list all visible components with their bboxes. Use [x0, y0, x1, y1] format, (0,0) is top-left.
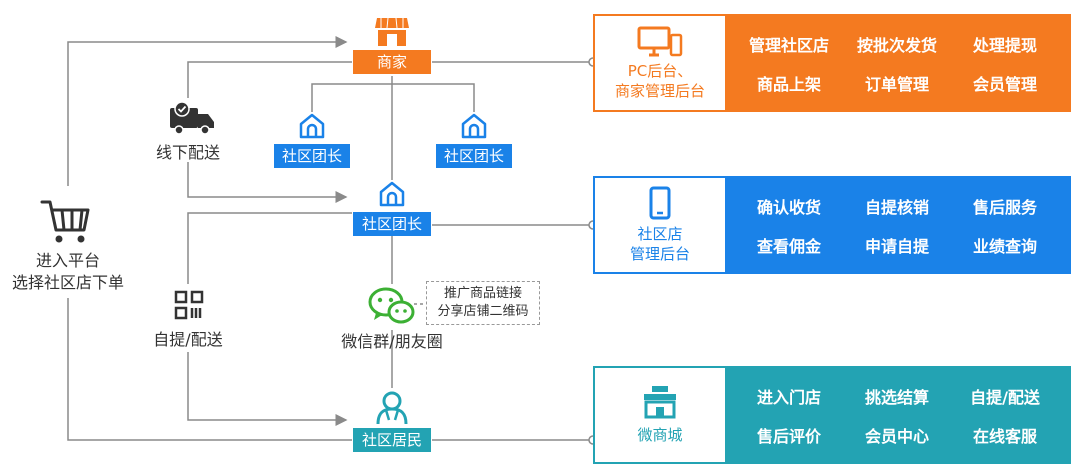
merchant-panel-title: PC后台、 商家管理后台 [595, 16, 725, 110]
wechat-label: 微信群/朋友圈 [341, 332, 443, 351]
house-icon-main [379, 181, 405, 207]
resident-item: 进入门店 [756, 387, 821, 407]
resident-item: 售后评价 [756, 426, 821, 446]
entry-line1: 进入平台 [35, 251, 100, 270]
resident-item: 挑选结算 [864, 387, 929, 407]
resident-item: 自提/配送 [970, 387, 1040, 407]
leader-item: 自提核销 [864, 197, 929, 217]
leader-panel-title: 社区店 管理后台 [595, 178, 725, 272]
promo-box: 推广商品链接 分享店铺二维码 [426, 281, 540, 325]
leader-main-node: 社区团长 [353, 212, 431, 236]
leader-item: 申请自提 [864, 236, 929, 256]
person-icon [376, 391, 408, 425]
resident-panel-title-line1: 微商城 [637, 426, 683, 444]
merchant-node: 商家 [353, 50, 431, 74]
desktop-mobile-icon [637, 26, 683, 57]
leader-item: 业绩查询 [972, 236, 1037, 256]
resident-item: 会员中心 [864, 426, 929, 446]
delivery-truck-icon [170, 101, 214, 135]
merchant-item: 管理社区店 [748, 35, 829, 55]
leader-panel-items: 确认收货 自提核销 售后服务 查看佣金 申请自提 业绩查询 [725, 178, 1069, 272]
offline-delivery-label: 线下配送 [155, 143, 220, 162]
pickup-delivery-label: 自提/配送 [153, 330, 223, 349]
leader-left-node: 社区团长 [274, 144, 350, 168]
merchant-item: 商品上架 [756, 74, 821, 94]
house-icon-left [299, 113, 325, 139]
merchant-panel-items: 管理社区店 按批次发货 处理提现 商品上架 订单管理 会员管理 [725, 16, 1069, 110]
entry-text: 进入平台 选择社区店下单 [2, 250, 134, 294]
storefront-icon [644, 386, 676, 419]
leader-item: 售后服务 [972, 197, 1037, 217]
leader-panel-title-line1: 社区店 [637, 225, 683, 243]
merchant-item: 按批次发货 [856, 35, 937, 55]
shopping-cart-icon [40, 200, 90, 243]
resident-item: 在线客服 [972, 426, 1037, 446]
smartphone-icon [649, 186, 671, 220]
merchant-panel-title-line2: 商家管理后台 [614, 82, 705, 100]
leader-panel: 社区店 管理后台 确认收货 自提核销 售后服务 查看佣金 申请自提 业绩查询 [593, 176, 1071, 274]
leader-panel-title-line2: 管理后台 [629, 245, 690, 263]
merchant-panel-title-line1: PC后台、 [627, 62, 693, 80]
resident-panel-title: 微商城 [595, 368, 725, 462]
merchant-item: 订单管理 [864, 74, 929, 94]
merchant-panel: PC后台、 商家管理后台 管理社区店 按批次发货 处理提现 商品上架 订单管理 … [593, 14, 1071, 112]
resident-panel: 微商城 进入门店 挑选结算 自提/配送 售后评价 会员中心 在线客服 [593, 366, 1071, 464]
qr-code-icon [174, 290, 204, 320]
merchant-item: 处理提现 [972, 35, 1037, 55]
promo-line1: 推广商品链接 [443, 286, 522, 301]
leader-item: 确认收货 [756, 197, 821, 217]
wechat-icon [368, 287, 415, 324]
resident-node: 社区居民 [353, 428, 431, 452]
house-icon-right [461, 113, 487, 139]
resident-panel-items: 进入门店 挑选结算 自提/配送 售后评价 会员中心 在线客服 [725, 368, 1069, 462]
leader-item: 查看佣金 [756, 236, 821, 256]
entry-line2: 选择社区店下单 [11, 273, 124, 292]
shop-icon [375, 17, 409, 46]
merchant-item: 会员管理 [972, 74, 1037, 94]
promo-line2: 分享店铺二维码 [437, 304, 529, 319]
leader-right-node: 社区团长 [436, 144, 512, 168]
